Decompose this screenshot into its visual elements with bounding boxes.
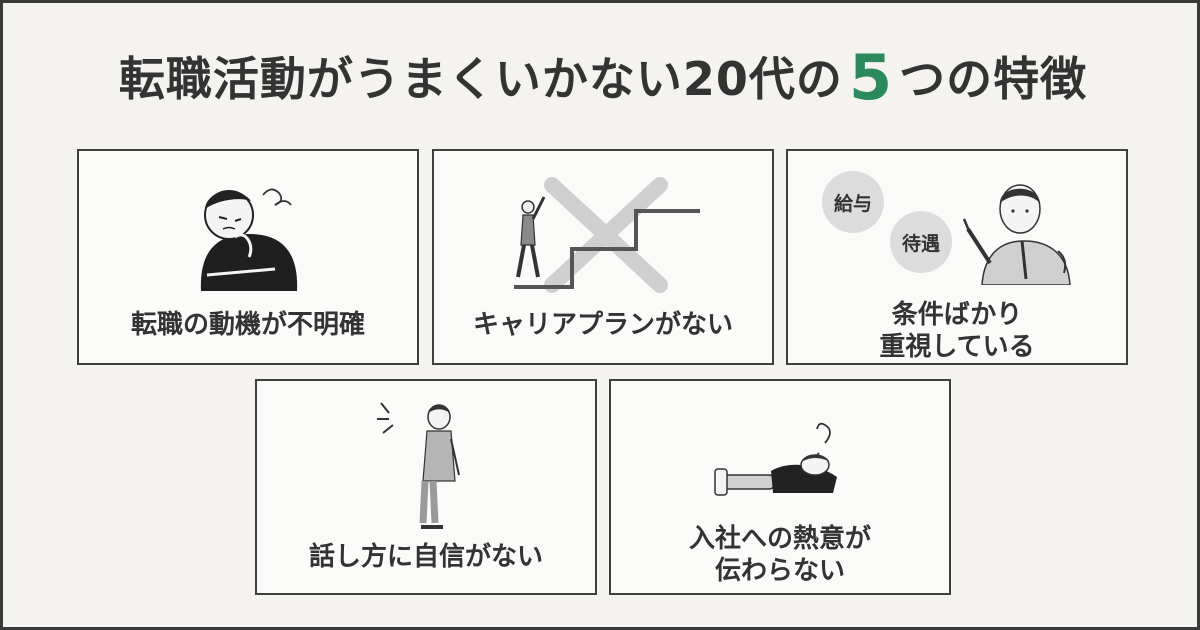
title-number: 5 <box>848 41 894 114</box>
card-lack-of-confidence: 話し方に自信がない <box>255 379 597 595</box>
card-label-line2: 重視している <box>879 332 1035 362</box>
card-enthusiasm-not-conveyed: 入社への熱意が 伝わらない <box>609 379 951 595</box>
card-label: 転職の動機が不明確 <box>130 310 365 340</box>
benefits-bubble: 待遇 <box>890 211 952 273</box>
card-label-line1: 入社への熱意が <box>688 524 871 554</box>
pointing-man-illustration <box>962 184 1071 285</box>
card-label: 話し方に自信がない <box>308 542 543 572</box>
card-label: キャリアプランがない <box>472 310 733 340</box>
salary-bubble: 給与 <box>822 171 884 233</box>
card-no-career-plan: キャリアプランがない <box>432 149 774 365</box>
card-unclear-motivation: 転職の動機が不明確 <box>77 149 419 365</box>
staircase-cross-illustration <box>514 177 700 293</box>
nervous-man-illustration <box>377 402 460 529</box>
title-suffix: つの特徴 <box>899 52 1088 106</box>
card-focus-on-conditions: 給与 待遇 条件ばかり 重視している <box>786 149 1128 365</box>
lying-down-man-illustration <box>714 422 837 496</box>
card-label-line2: 伝わらない <box>714 556 845 586</box>
title-prefix: 転職活動がうまくいかない20代の <box>118 52 843 106</box>
card-label-line1: 条件ばかり <box>891 300 1023 330</box>
troubled-man-illustration <box>200 188 298 291</box>
